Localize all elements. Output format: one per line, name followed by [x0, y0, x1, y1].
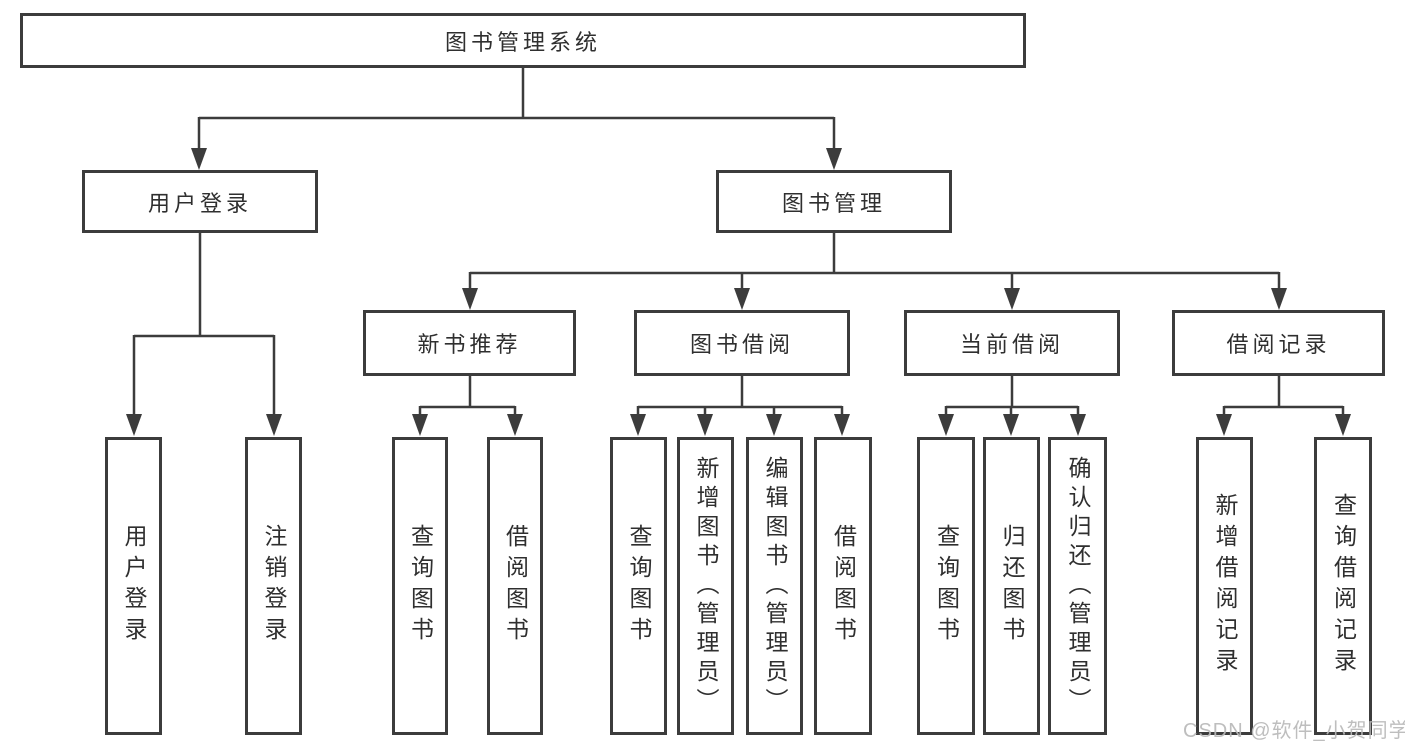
section-new-book-recommend-label: 新书推荐	[417, 332, 522, 357]
branch-book-management-label: 图书管理	[781, 190, 886, 216]
leaf-return-books-label: 归还图书	[999, 524, 1025, 648]
leaf-confirm-return-admin-label: 确认归还（管理员）	[1065, 455, 1091, 717]
leaf-confirm-return-admin: 确认归还（管理员）	[1048, 437, 1107, 735]
leaf-add-borrow-record: 新增借阅记录	[1196, 437, 1253, 735]
leaf-recommend-query-books: 查询图书	[392, 437, 448, 735]
leaf-add-books-admin: 新增图书（管理员）	[677, 437, 734, 735]
leaf-borrow-query-books: 查询图书	[610, 437, 667, 735]
leaf-borrow-query-books-label: 查询图书	[626, 524, 652, 648]
section-borrow-records-label: 借阅记录	[1226, 332, 1331, 357]
leaf-recommend-borrow-books: 借阅图书	[487, 437, 543, 735]
section-new-book-recommend: 新书推荐	[363, 310, 576, 376]
leaf-recommend-borrow-books-label: 借阅图书	[502, 524, 529, 648]
branch-user-login-label: 用户登录	[147, 190, 252, 216]
leaf-current-query-books: 查询图书	[917, 437, 975, 735]
watermark-text: CSDN @软件_小贺同学	[1183, 720, 1405, 742]
leaf-add-books-admin-label: 新增图书（管理员）	[693, 455, 719, 717]
section-borrow-records: 借阅记录	[1172, 310, 1385, 376]
leaf-borrow-books-label: 借阅图书	[830, 524, 857, 648]
leaf-add-borrow-record-label: 新增借阅记录	[1212, 493, 1238, 679]
section-book-borrow: 图书借阅	[634, 310, 850, 376]
leaf-current-query-books-label: 查询图书	[933, 524, 960, 648]
leaf-edit-books-admin-label: 编辑图书（管理员）	[762, 455, 788, 717]
leaf-query-borrow-record-label: 查询借阅记录	[1330, 493, 1357, 679]
leaf-user-login-label: 用户登录	[121, 524, 147, 648]
leaf-query-borrow-record: 查询借阅记录	[1314, 437, 1372, 735]
leaf-user-login: 用户登录	[105, 437, 162, 735]
branch-user-login: 用户登录	[82, 170, 318, 233]
leaf-return-books: 归还图书	[983, 437, 1040, 735]
leaf-borrow-books: 借阅图书	[814, 437, 872, 735]
leaf-edit-books-admin: 编辑图书（管理员）	[746, 437, 803, 735]
section-current-borrow-label: 当前借阅	[959, 332, 1064, 357]
leaf-logout-label: 注销登录	[261, 524, 287, 648]
section-current-borrow: 当前借阅	[904, 310, 1120, 376]
node-root-label: 图书管理系统	[444, 29, 601, 55]
node-root: 图书管理系统	[20, 13, 1026, 68]
branch-book-management: 图书管理	[716, 170, 952, 233]
leaf-logout: 注销登录	[245, 437, 302, 735]
section-book-borrow-label: 图书借阅	[689, 332, 794, 357]
leaf-recommend-query-books-label: 查询图书	[407, 524, 434, 648]
